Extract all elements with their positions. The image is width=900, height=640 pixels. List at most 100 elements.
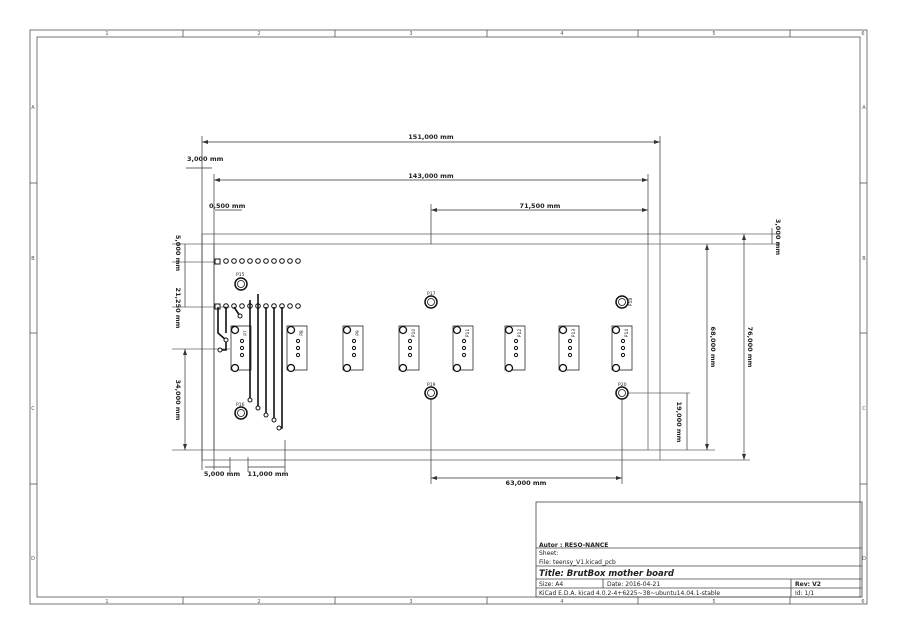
connector-outline xyxy=(558,325,580,371)
tb-author: Autor : RESO-NANCE xyxy=(539,542,608,549)
row-label: C xyxy=(31,406,35,412)
pcb-tracks xyxy=(217,294,283,429)
connector-mount-pad xyxy=(286,363,296,373)
connector-pin xyxy=(567,352,573,358)
col-label: 4 xyxy=(560,599,563,605)
connector-mount-pad xyxy=(558,325,568,335)
col-label: 2 xyxy=(257,599,260,605)
col-label: 3 xyxy=(409,599,412,605)
dim-bottom-mid: 11,000 mm xyxy=(248,470,289,478)
connector-outline xyxy=(504,325,526,371)
connector-pin xyxy=(567,338,573,344)
tb-id: Id: 1/1 xyxy=(795,590,814,597)
connector-label: P7 xyxy=(243,330,249,336)
title-block-text: Autor : RESO-NANCE Sheet: File: teensy_V… xyxy=(539,542,821,597)
connector-label: P8 xyxy=(299,330,305,336)
col-label: 2 xyxy=(257,31,260,37)
dim-header-spacing: 21,250 mm xyxy=(174,288,182,329)
col-label: 1 xyxy=(105,599,108,605)
col-label: 3 xyxy=(409,31,412,37)
connector-mount-pad xyxy=(230,363,240,373)
connector-mount-pad xyxy=(398,325,408,335)
dimension-lines xyxy=(184,136,773,484)
connector-pin xyxy=(295,352,301,358)
dim-offset-right: 3,000 mm xyxy=(774,219,782,256)
connector-mount-pad xyxy=(342,363,352,373)
connector-row xyxy=(230,325,633,373)
label-p15: P15 xyxy=(236,272,245,278)
label-p17: P17 xyxy=(427,291,436,297)
pin-header-top xyxy=(214,258,301,265)
tb-tool: KiCad E.D.A. kicad 4.0.2-4+6225~38~ubunt… xyxy=(539,590,720,597)
connector-mount-pad xyxy=(504,363,514,373)
dimension-arrows xyxy=(183,140,746,480)
connector-mount-pad xyxy=(611,325,621,335)
row-label: A xyxy=(862,105,866,111)
connector-pin xyxy=(407,352,413,358)
connector-pin xyxy=(239,338,245,344)
dim-bottom-left: 5,000 mm xyxy=(204,470,241,478)
col-label: 1 xyxy=(105,31,108,37)
dim-offset-left: 3,000 mm xyxy=(187,155,224,163)
tb-date: Date: 2016-04-21 xyxy=(607,581,660,588)
sheet-frame xyxy=(29,29,868,605)
dim-right-small: 19,000 mm xyxy=(675,402,683,443)
row-label: A xyxy=(31,105,35,111)
connector-mount-pad xyxy=(286,325,296,335)
dim-offset-small: 0,500 mm xyxy=(209,202,246,210)
connector-pin xyxy=(407,345,413,351)
row-label: B xyxy=(862,256,866,262)
label-p20: P20 xyxy=(618,382,627,388)
connector-pin xyxy=(351,338,357,344)
col-label: 6 xyxy=(861,31,864,37)
connector-pin xyxy=(461,352,467,358)
connector-mount-pad xyxy=(558,363,568,373)
dim-half-width: 71,500 mm xyxy=(520,202,561,210)
col-label: 4 xyxy=(560,31,563,37)
connector-label: P9 xyxy=(355,330,361,336)
connector-mount-pad xyxy=(342,325,352,335)
dim-top-offset: 5,000 mm xyxy=(174,235,182,272)
connector-outline xyxy=(398,325,420,371)
connector-pin xyxy=(513,352,519,358)
connector-pin xyxy=(239,345,245,351)
dim-height-total: 76,000 mm xyxy=(746,327,754,368)
connector-label: P14 xyxy=(624,329,630,338)
col-label: 6 xyxy=(861,599,864,605)
board-outline xyxy=(172,233,780,461)
connector-pin xyxy=(620,338,626,344)
row-label: D xyxy=(862,556,866,562)
row-label: C xyxy=(862,406,866,412)
connector-pin xyxy=(567,345,573,351)
connector-outline xyxy=(286,325,308,371)
row-label: B xyxy=(31,256,35,262)
connector-mount-pad xyxy=(611,363,621,373)
dim-width-inner: 143,000 mm xyxy=(408,172,454,180)
connector-pin xyxy=(620,352,626,358)
tb-sheet: Sheet: xyxy=(539,550,558,557)
connector-mount-pad xyxy=(230,325,240,335)
connector-outline xyxy=(230,325,252,371)
connector-mount-pad xyxy=(504,325,514,335)
connector-pin xyxy=(513,345,519,351)
connector-pin xyxy=(239,352,245,358)
connector-pin xyxy=(295,345,301,351)
label-p16: P16 xyxy=(236,402,245,408)
dim-width-total: 151,000 mm xyxy=(408,133,454,141)
col-label: 5 xyxy=(712,599,715,605)
tb-title: Title: BrutBox mother board xyxy=(539,569,675,579)
row-label: D xyxy=(31,556,35,562)
connector-label: P13 xyxy=(571,329,577,338)
frame-labels: 1 2 3 4 5 6 1 2 3 4 5 6 A B C D A B C D xyxy=(31,31,866,605)
connector-label: P10 xyxy=(411,329,417,338)
dim-bottom-right: 63,000 mm xyxy=(506,479,547,487)
col-label: 5 xyxy=(712,31,715,37)
connector-outline xyxy=(452,325,474,371)
dimension-labels: 151,000 mm 3,000 mm 143,000 mm 0,500 mm … xyxy=(174,133,782,487)
connector-pin xyxy=(461,338,467,344)
mounting-holes xyxy=(234,277,629,420)
connector-mount-pad xyxy=(452,325,462,335)
dim-lower-section: 34,000 mm xyxy=(174,380,182,421)
